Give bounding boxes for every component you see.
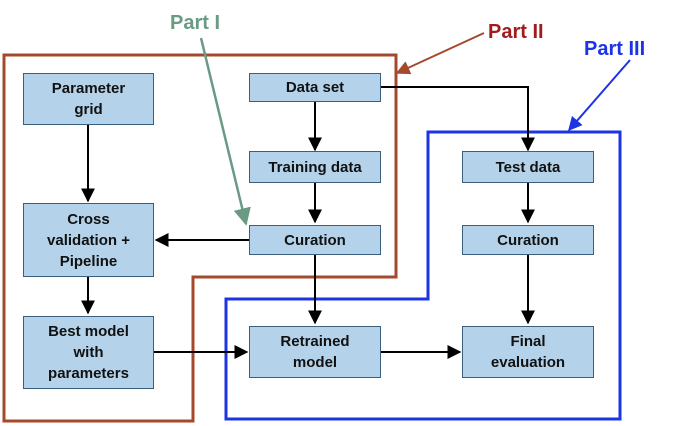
curation-test-box: Curation bbox=[462, 225, 594, 255]
part3-label: Part III bbox=[584, 38, 646, 60]
part3-pointer-arrow bbox=[568, 59, 631, 132]
parameter-grid-box: Parameter grid bbox=[23, 73, 154, 125]
curation-train-box: Curation bbox=[249, 225, 381, 255]
test-data-box: Test data bbox=[462, 151, 594, 183]
cross-validation-box: Cross validation + Pipeline bbox=[23, 203, 154, 277]
final-evaluation-box: Final evaluation bbox=[462, 326, 594, 378]
arrow-dataset-to-test bbox=[381, 86, 535, 152]
part1-label: Part I bbox=[170, 12, 221, 34]
data-set-box: Data set bbox=[249, 73, 381, 102]
part2-pointer-arrow bbox=[395, 32, 485, 75]
training-data-box: Training data bbox=[249, 151, 381, 183]
part3-region-outline bbox=[224, 130, 622, 421]
retrained-model-box: Retrained model bbox=[249, 326, 381, 378]
part2-region-outline bbox=[2, 53, 398, 423]
part2-label: Part II bbox=[488, 21, 544, 43]
best-model-box: Best model with parameters bbox=[23, 316, 154, 389]
part1-pointer-arrow bbox=[199, 37, 251, 226]
